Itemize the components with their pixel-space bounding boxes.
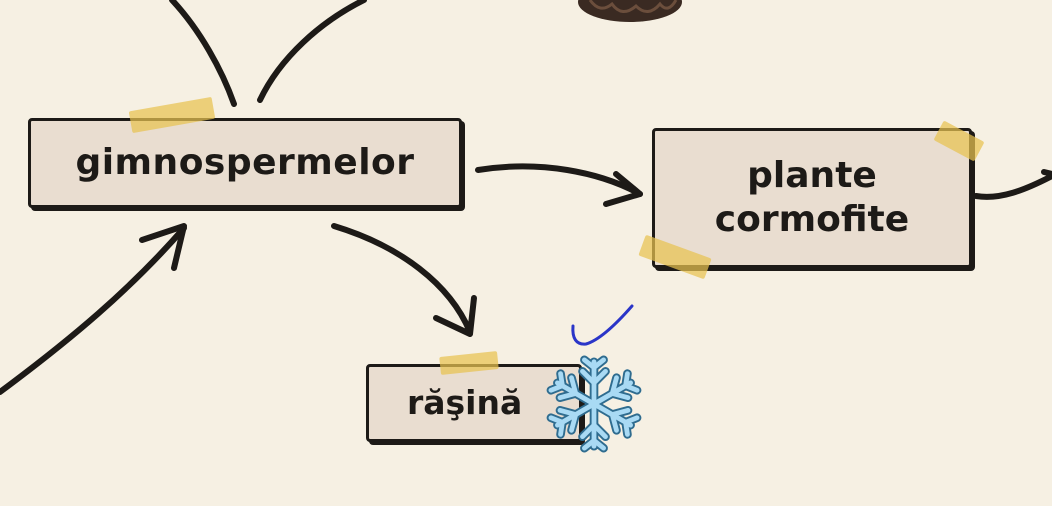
connector-from-left [0, 225, 187, 395]
node-gimnospermelor-label: gimnospermelor [75, 142, 415, 184]
arrowhead-rasina [433, 295, 477, 337]
connector-top-right [257, 0, 367, 103]
connector-plante-right [973, 173, 1052, 200]
node-plante-cormofite-label: plante cormofite [714, 155, 910, 240]
node-gimnospermelor[interactable]: gimnospermelor [28, 118, 462, 208]
node-rasina-label: răşină [407, 382, 523, 422]
arrowhead-right-edge [1041, 169, 1052, 177]
snowflake-icon [546, 355, 642, 456]
connector-gimno-rasina [331, 223, 473, 335]
node-rasina[interactable]: răşină [366, 364, 582, 442]
arrowhead-plante [603, 171, 643, 207]
pine-cone-icon [578, 0, 682, 22]
connector-gimno-plante [475, 163, 643, 197]
checkmark-icon [571, 304, 634, 346]
arrowhead-into-gimno [139, 223, 187, 271]
node-plante-cormofite[interactable]: plante cormofite [652, 128, 972, 268]
connector-top-left [169, 0, 237, 107]
